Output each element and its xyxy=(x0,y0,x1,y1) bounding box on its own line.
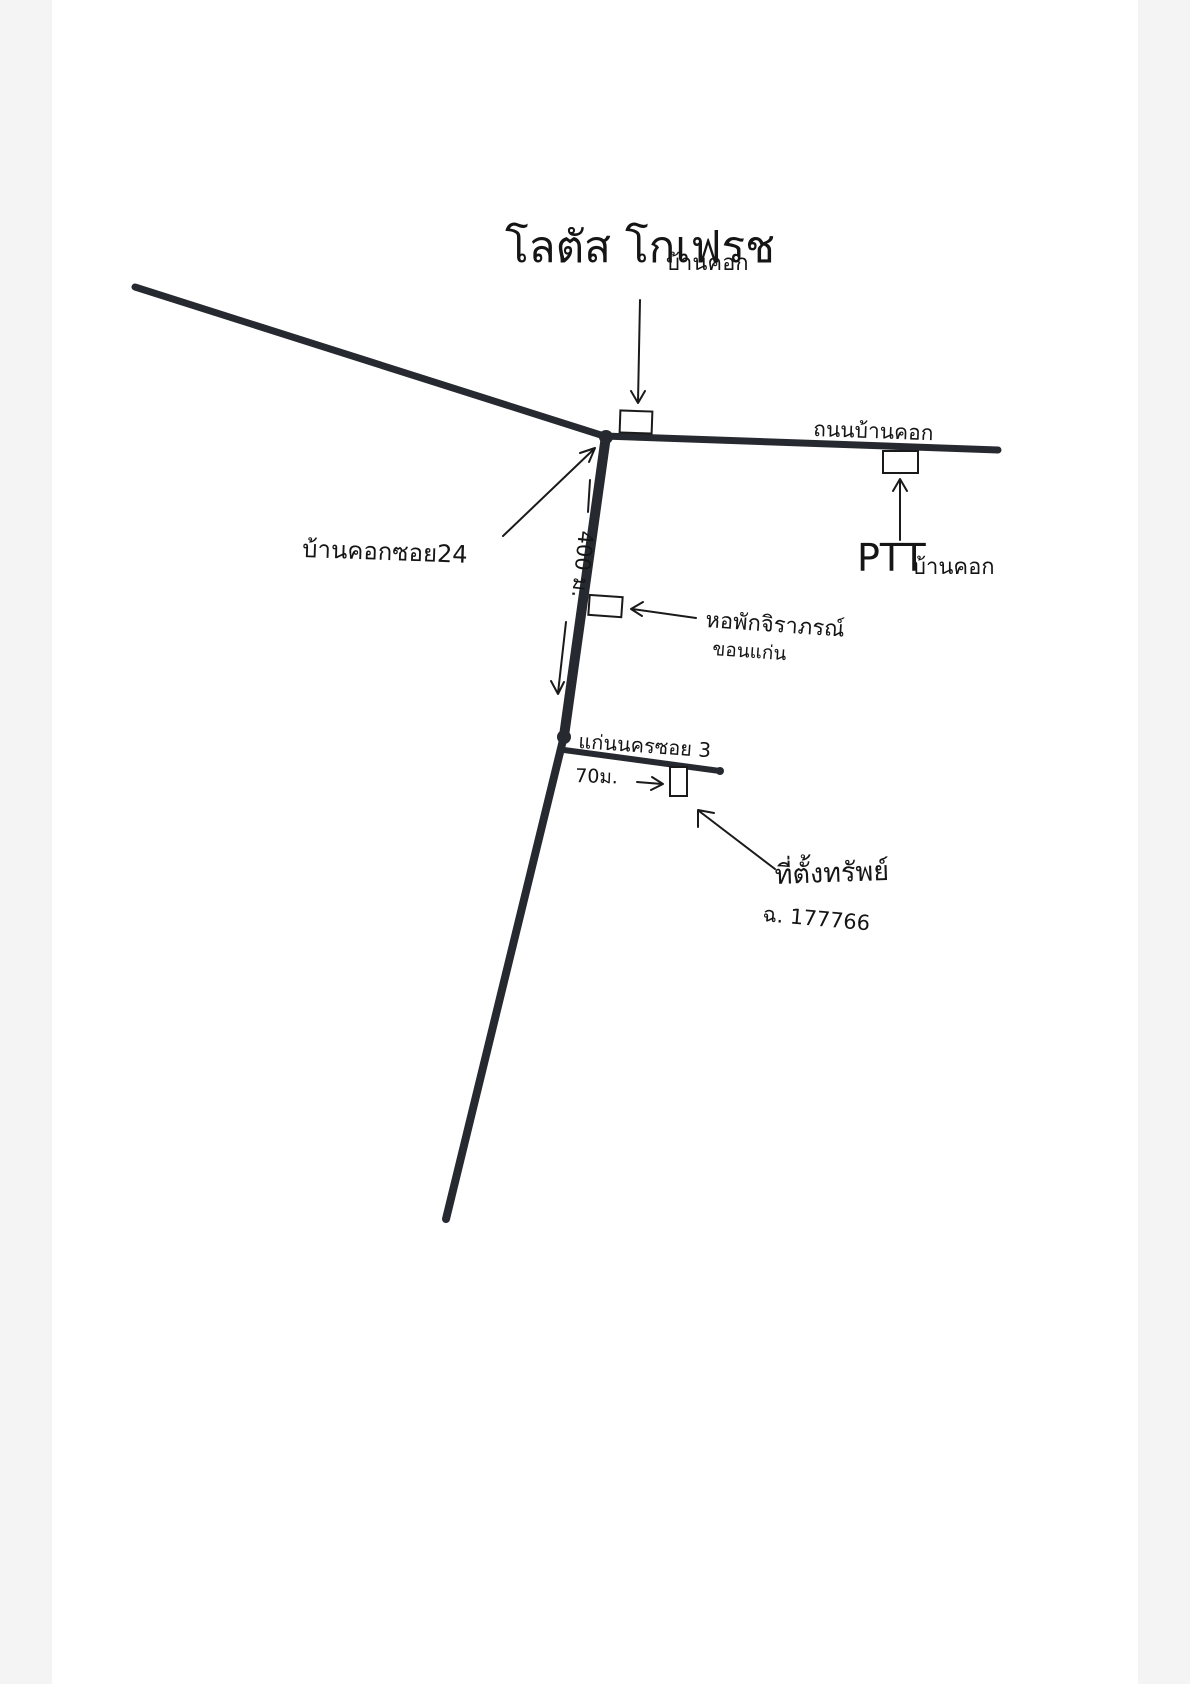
ptt-station-label: PTT xyxy=(857,536,926,580)
soi-24-label: บ้านคอกซอย24 xyxy=(302,535,468,569)
distance-marker-400m xyxy=(550,479,591,695)
junction-node xyxy=(599,430,613,444)
ptt-station-marker xyxy=(882,450,919,474)
lotus-store-marker xyxy=(618,409,654,435)
road-northwest xyxy=(131,283,608,440)
road-end-node xyxy=(716,767,724,775)
distance-400m-label: 400 ม. xyxy=(567,529,598,598)
distance-70m-arrow xyxy=(636,776,664,791)
dormitory-arrow xyxy=(630,601,697,619)
lotus-store-label: โลตัส โกเฟรช xyxy=(505,222,775,273)
soi-24-arrow xyxy=(502,447,596,537)
road-south xyxy=(442,732,568,1223)
property-deed-number-label: ฉ. 177766 xyxy=(762,902,872,935)
junction-node xyxy=(557,730,571,744)
road-ban-khok xyxy=(600,432,1002,454)
dormitory-city-label: ขอนแก่น xyxy=(712,638,787,665)
distance-70m-label: 70ม. xyxy=(575,765,618,788)
property-marker xyxy=(669,766,688,797)
dormitory-name-label: หอพักจิราภรณ์ xyxy=(705,608,846,643)
road-soi-24 xyxy=(559,431,611,741)
ptt-arrow xyxy=(892,478,908,541)
road-kaen-nakhon-soi-3 xyxy=(561,747,723,774)
property-arrow xyxy=(697,809,776,870)
map-sheet xyxy=(52,0,1138,1684)
dormitory-marker xyxy=(587,593,624,619)
property-location-label: ที่ตั้งทรัพย์ xyxy=(774,851,890,891)
lotus-store-area-label: บ้านคอก xyxy=(666,251,749,276)
ban-khok-road-label: ถนนบ้านคอก xyxy=(813,417,934,445)
lotus-arrow xyxy=(630,299,646,404)
ptt-station-area-label: บ้านคอก xyxy=(912,555,995,580)
